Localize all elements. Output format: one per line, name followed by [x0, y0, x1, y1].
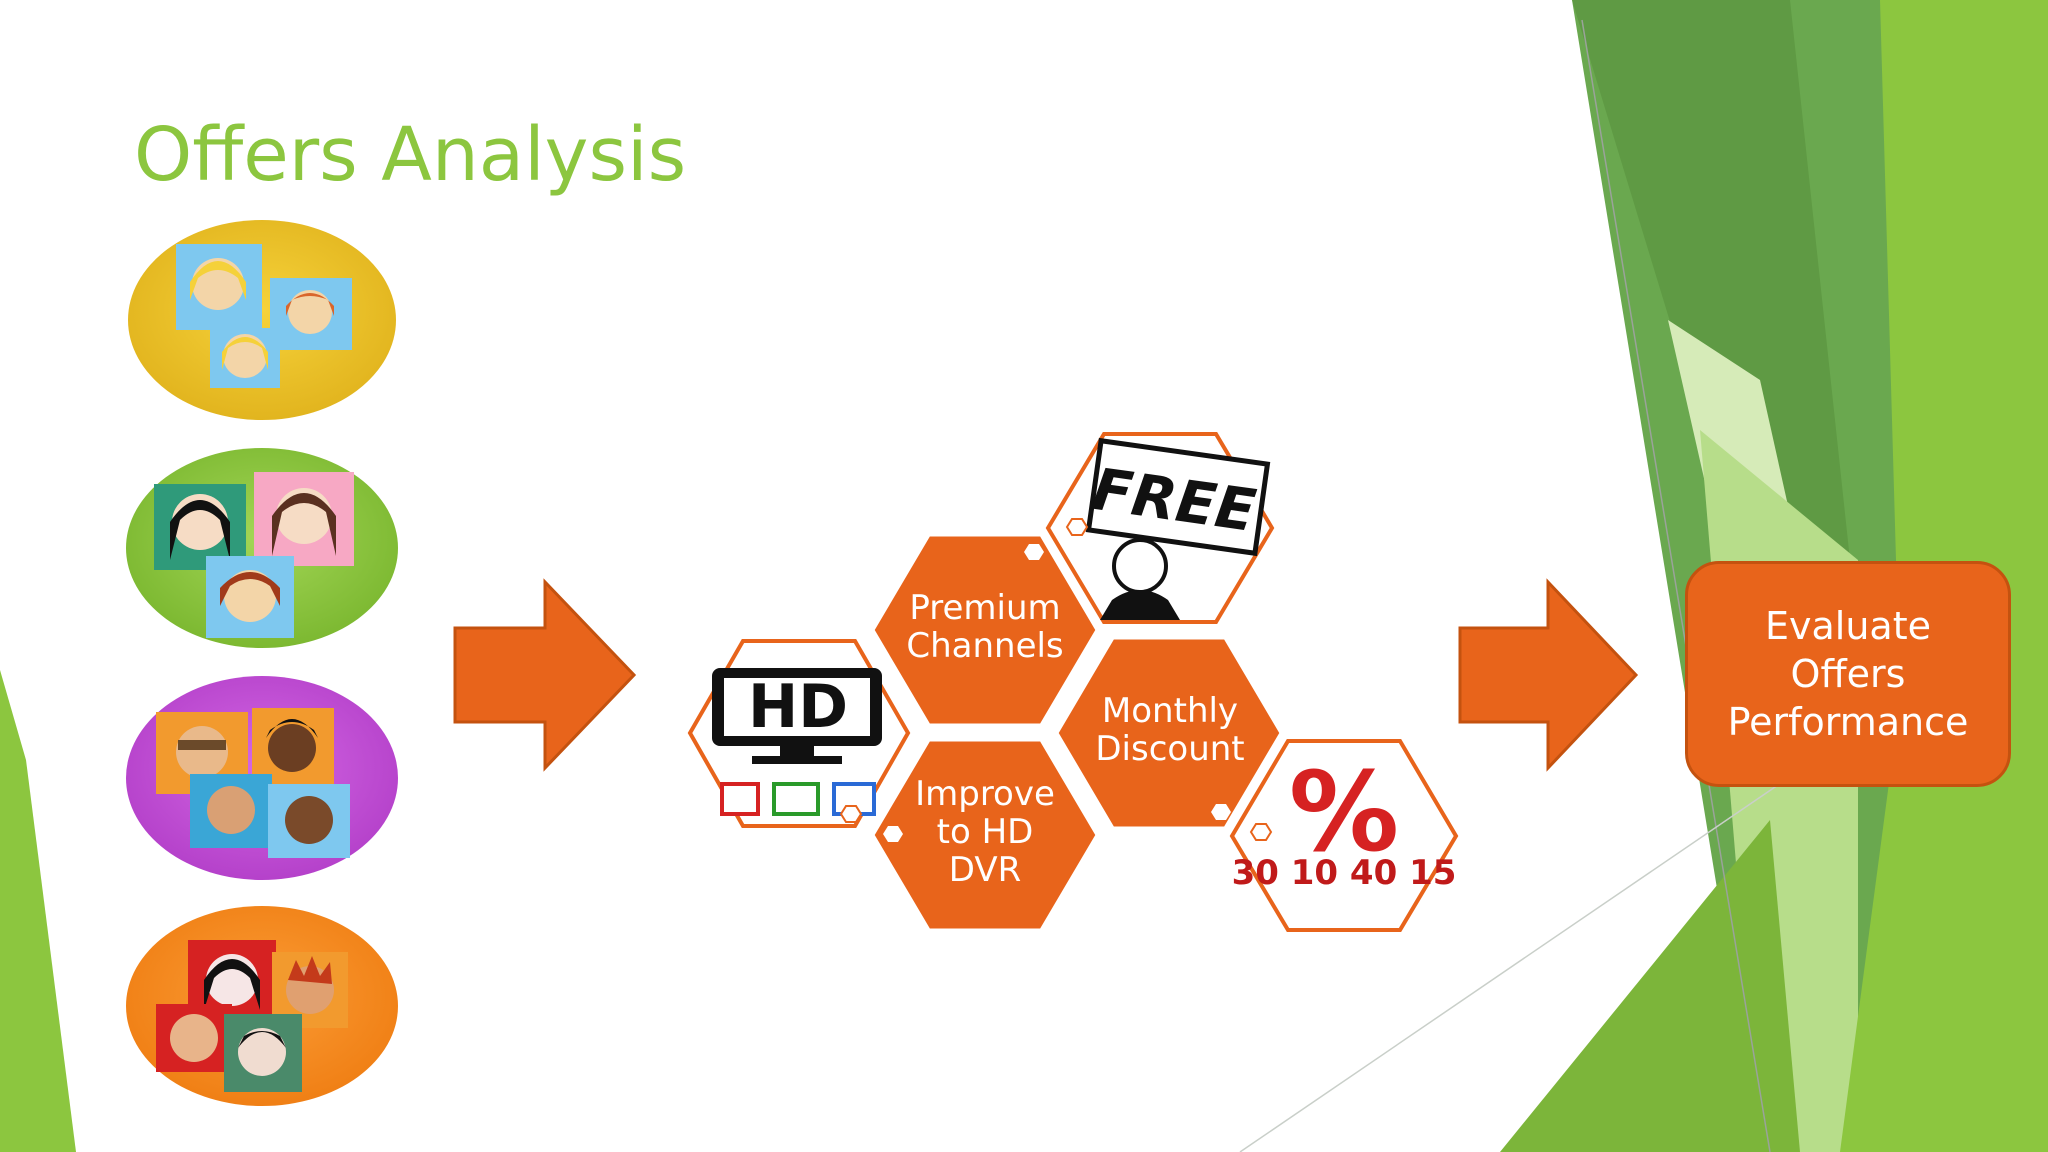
- hex-dot-3: [1211, 804, 1231, 820]
- decor-shape-bottom: [1500, 820, 1800, 1152]
- hd-text: HD: [748, 672, 848, 742]
- hex-premium: [871, 533, 1099, 727]
- segment-green: [126, 448, 398, 648]
- decor-left: [0, 670, 76, 1152]
- decor-line-2: [1239, 769, 1801, 1152]
- hex-dot-2: [1065, 518, 1089, 536]
- hex-dot-6: [839, 805, 863, 823]
- percent-text: %: [1289, 748, 1399, 876]
- page-title: Offers Analysis: [134, 112, 687, 198]
- hex-dot-1: [1024, 544, 1044, 560]
- hex-free: [1045, 432, 1275, 624]
- segment-purple: [126, 676, 398, 880]
- decor-line-1: [1581, 19, 1771, 1152]
- arrow-right-2: [1458, 578, 1639, 772]
- evaluate-offers-box: Evaluate Offers Performance: [1685, 561, 2011, 787]
- segment-orange: [126, 906, 398, 1106]
- hex-percent: [1229, 739, 1459, 932]
- segment-yellow: [128, 220, 396, 420]
- hex-hd: [687, 639, 911, 828]
- evaluate-offers-label: Evaluate Offers Performance: [1727, 604, 1969, 744]
- hex-dot-5: [883, 826, 903, 842]
- hex-monthly: [1055, 636, 1283, 830]
- decor-shape-mid: [1572, 0, 1850, 560]
- monthly-discount-label: Monthly Discount: [1095, 691, 1245, 769]
- percent-numbers: 30 10 40 15: [1232, 853, 1457, 893]
- arrow-right-1: [453, 578, 637, 772]
- hex-dot-4: [1249, 823, 1273, 841]
- premium-channels-label: Premium Channels: [906, 588, 1064, 666]
- hex-improve: [871, 738, 1099, 932]
- improve-hd-dvr-label: Improve to HD DVR: [915, 774, 1055, 890]
